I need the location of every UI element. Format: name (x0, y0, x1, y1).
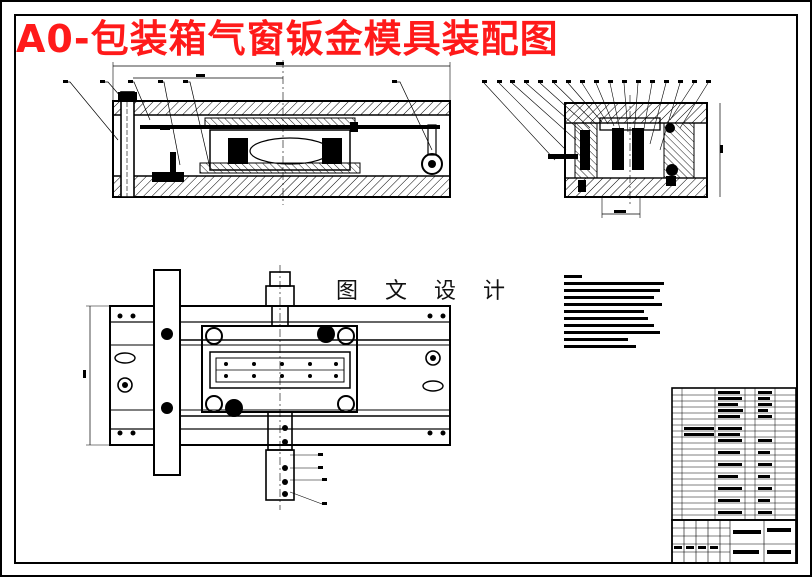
parts-list-table (671, 387, 797, 521)
inner-frame (14, 14, 798, 564)
drawing-title: A0-包装箱气窗钣金模具装配图 (16, 17, 559, 61)
title-block (671, 519, 797, 564)
front-section-view (63, 60, 451, 205)
side-section-view (482, 80, 723, 218)
technical-notes (564, 275, 664, 348)
plan-view (83, 265, 451, 510)
watermark-text: 图 文 设 计 (336, 279, 515, 304)
